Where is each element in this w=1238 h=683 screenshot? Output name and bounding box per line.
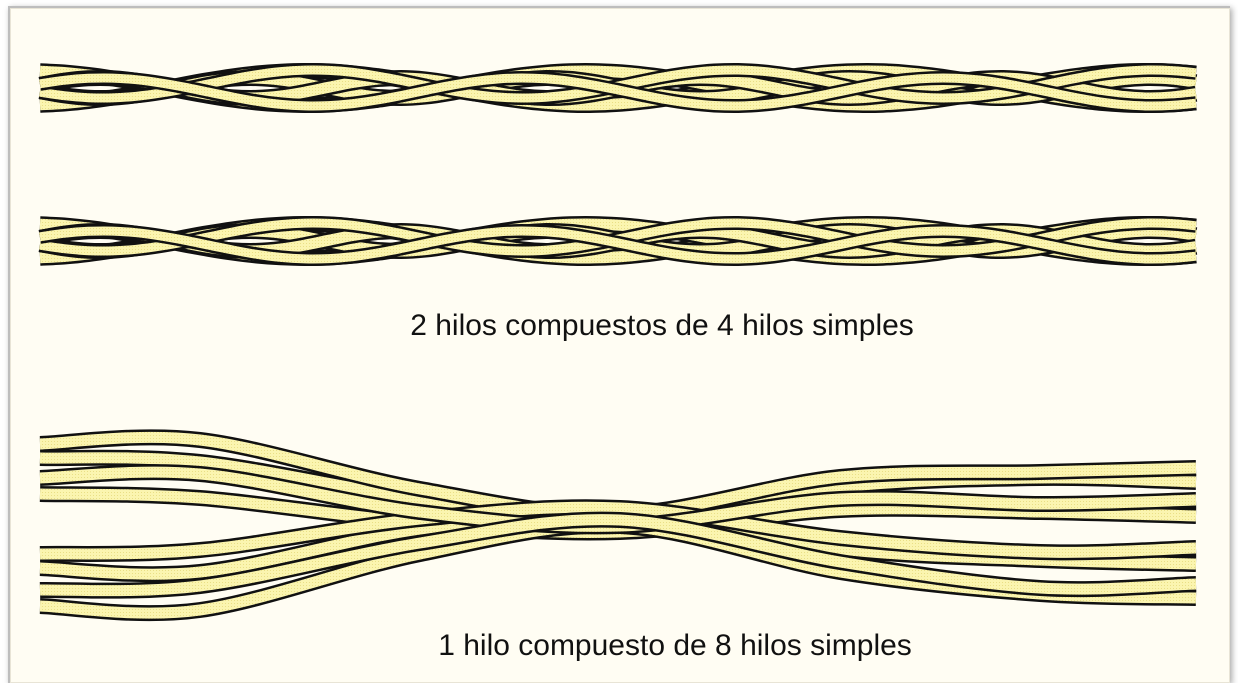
- two-ply-thread-bottom: [38, 215, 1198, 267]
- simple-strand: [39, 499, 1197, 562]
- simple-strand: [38, 223, 1197, 267]
- simple-strand: [38, 70, 1197, 114]
- eight-ply-thread: [39, 429, 1197, 622]
- caption-two-ply: 2 hilos compuestos de 4 hilos simples: [410, 309, 914, 342]
- two-ply-thread-top: [38, 62, 1198, 114]
- simple-strand: [39, 511, 1197, 599]
- caption-eight-ply: 1 hilo compuesto de 8 hilos simples: [438, 629, 912, 662]
